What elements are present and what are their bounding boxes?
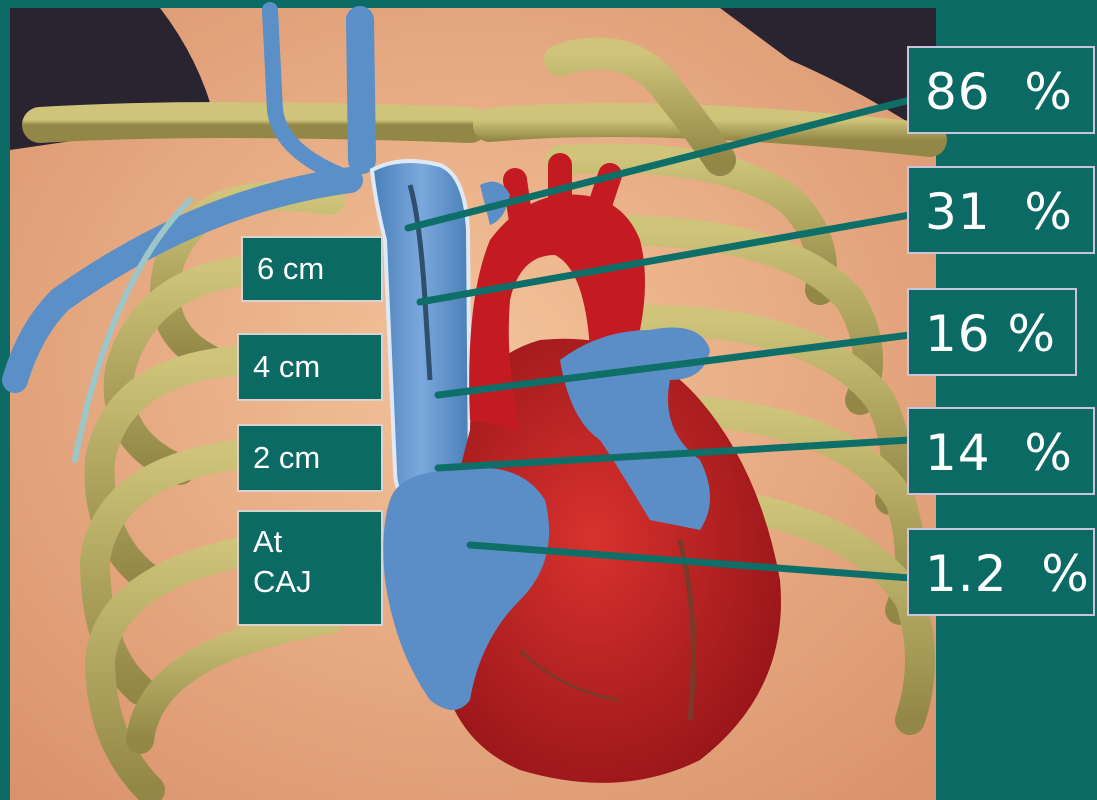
percentage-1-2: 1.2 % [907, 528, 1095, 616]
level-label-6cm: 6 cm [241, 236, 383, 302]
level-label-2cm: 2 cm [237, 424, 383, 492]
percentage-16: 16 % [907, 288, 1077, 376]
percentage-31: 31 % [907, 166, 1095, 254]
level-label-caj: At CAJ [237, 510, 383, 626]
level-label-4cm: 4 cm [237, 333, 383, 401]
percentage-86: 86 % [907, 46, 1095, 134]
percentage-14: 14 % [907, 407, 1095, 495]
